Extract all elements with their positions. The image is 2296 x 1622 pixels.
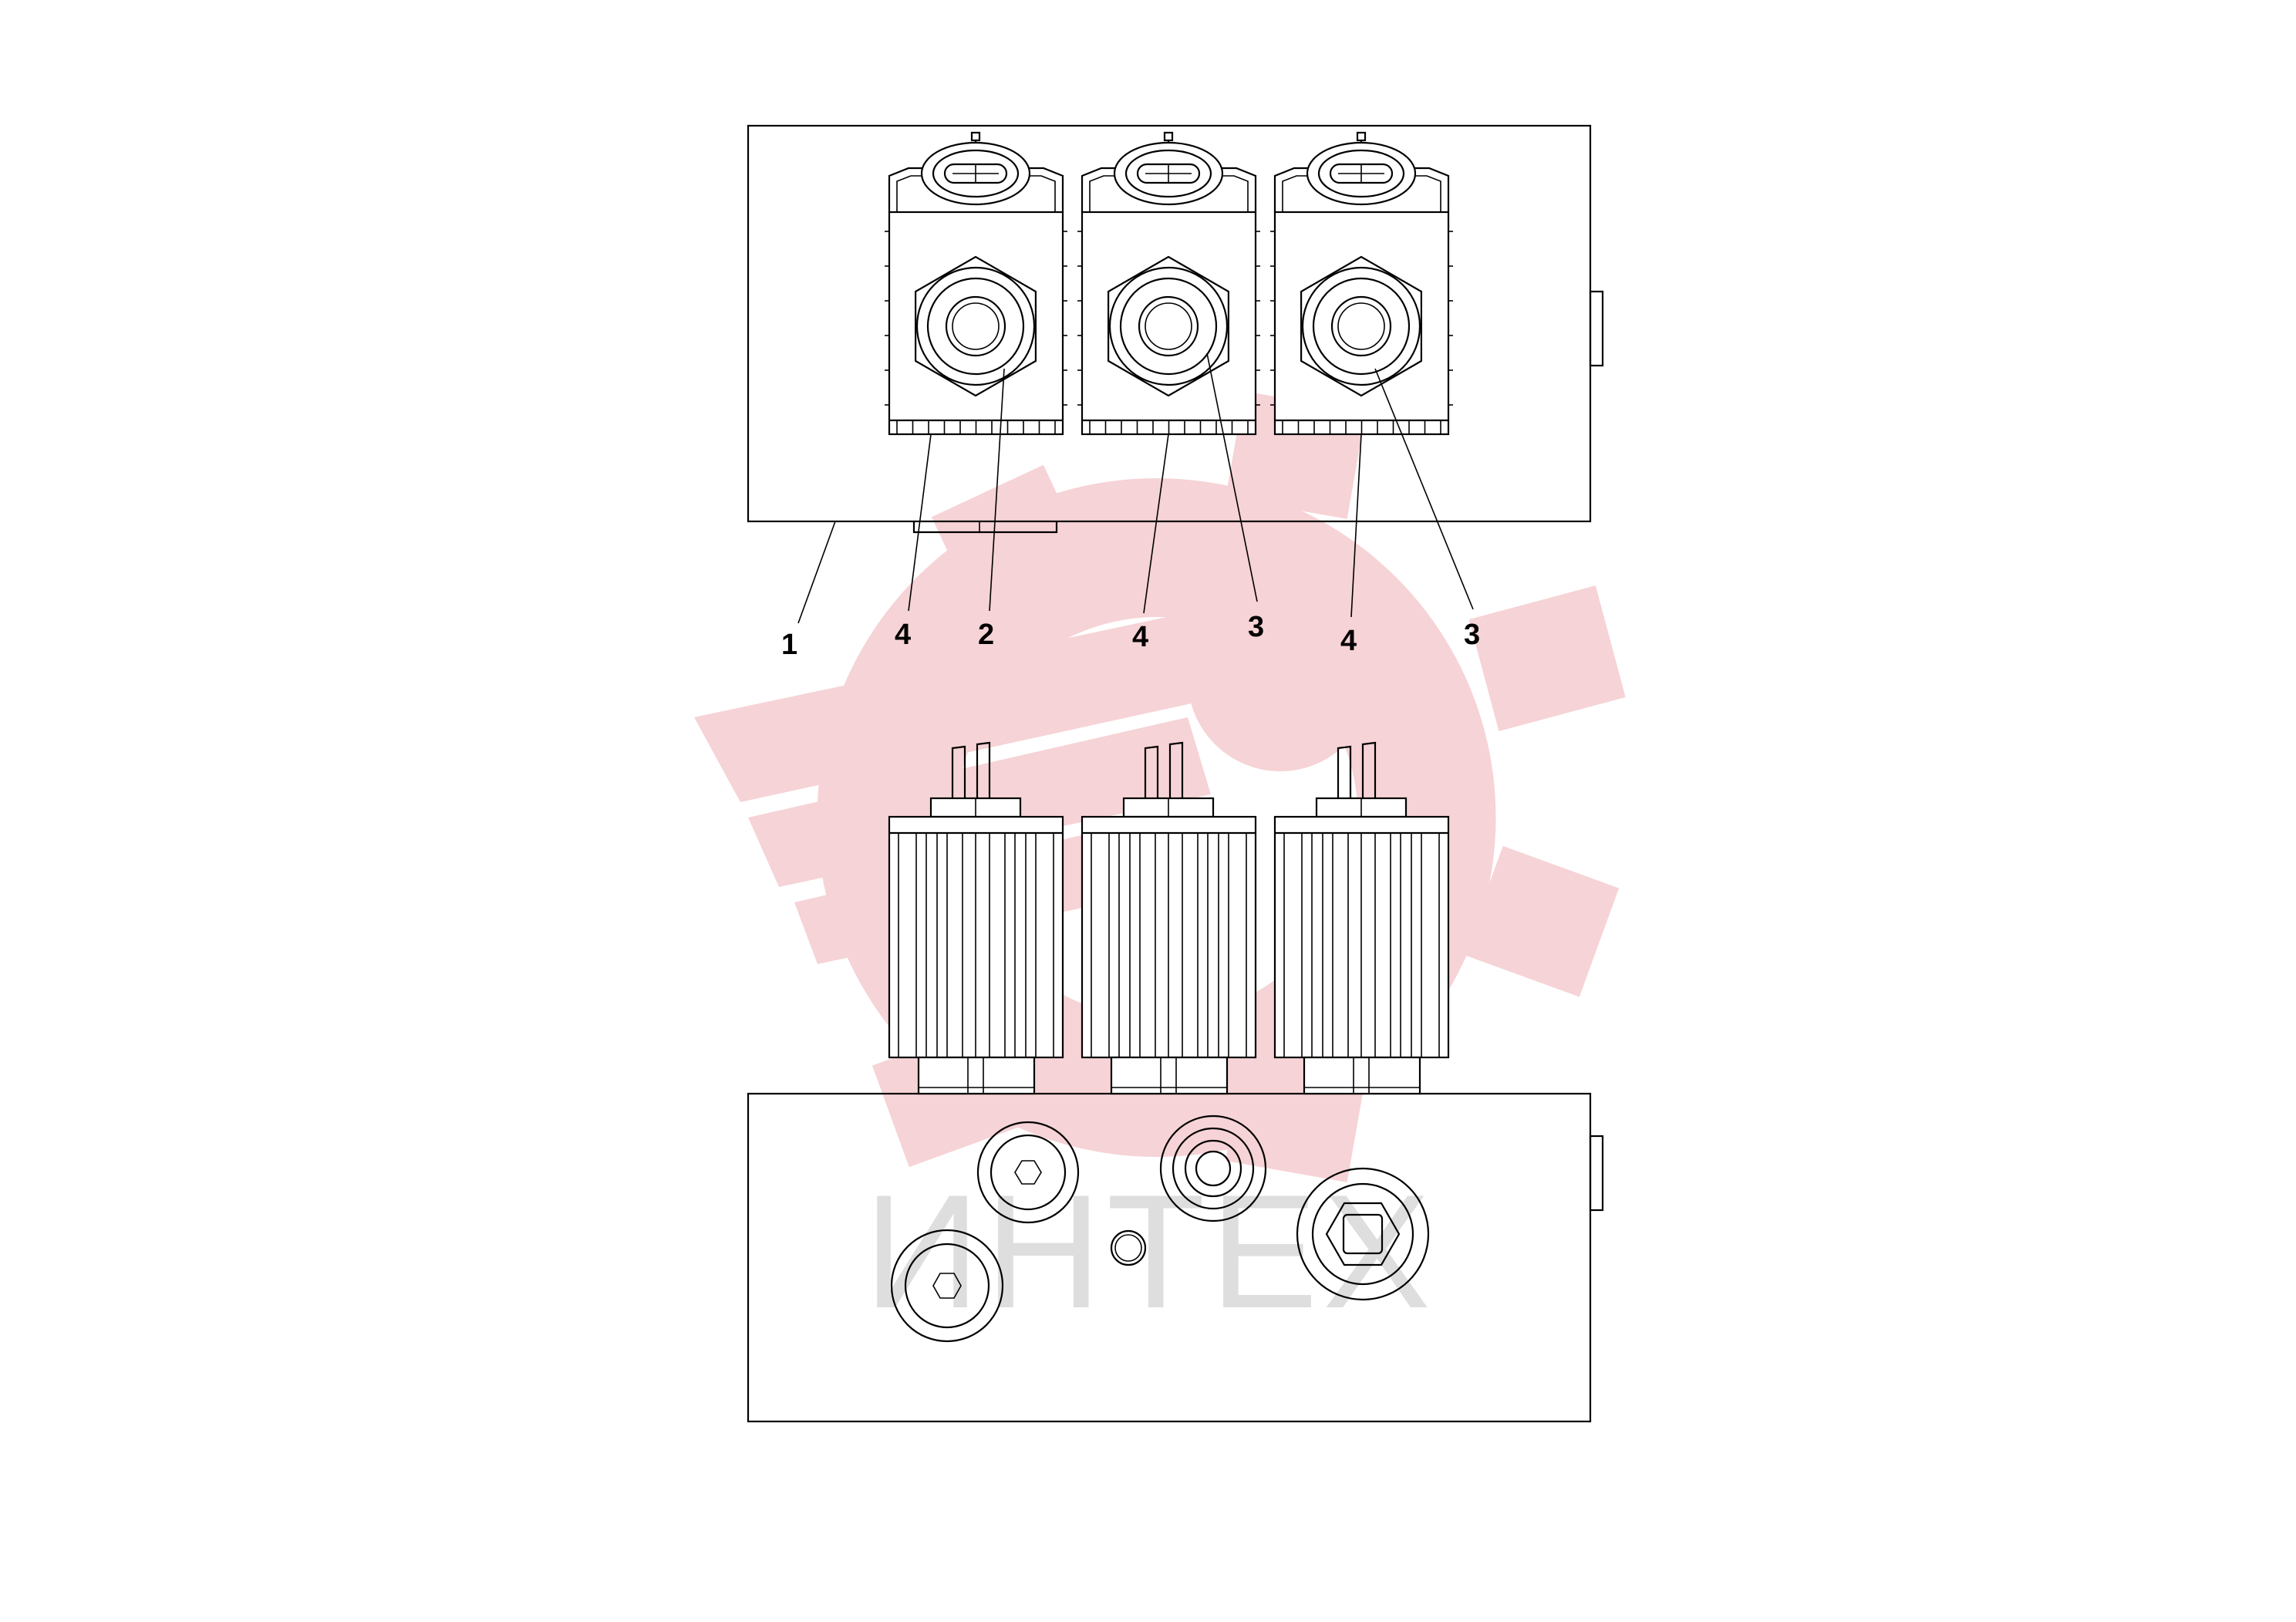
solenoid-valve-top-3 xyxy=(1270,131,1453,436)
solenoid-valve-top-2 xyxy=(1077,131,1260,436)
callout-4-left: 4 xyxy=(895,433,932,651)
port-small-hole xyxy=(1110,1229,1147,1266)
solenoid-coil-side-3 xyxy=(1273,741,1450,1095)
svg-text:3: 3 xyxy=(1248,611,1264,643)
side-port-bottom xyxy=(1589,1135,1604,1212)
solenoid-valves-top xyxy=(885,131,1453,436)
callout-4-middle: 4 xyxy=(1132,433,1169,653)
svg-text:1: 1 xyxy=(781,629,797,661)
callout-1: 1 xyxy=(781,521,836,661)
solenoid-coil-side-2 xyxy=(1081,741,1257,1095)
solenoid-valve-top-1 xyxy=(885,131,1067,436)
svg-text:4: 4 xyxy=(1132,621,1148,653)
callout-4-right: 4 xyxy=(1340,433,1362,657)
port-square-plug xyxy=(1296,1167,1430,1301)
solenoid-coil-side-1 xyxy=(888,741,1064,1095)
svg-text:3: 3 xyxy=(1464,619,1480,651)
svg-text:4: 4 xyxy=(895,619,911,651)
port-plug-left-top xyxy=(976,1121,1080,1224)
svg-text:4: 4 xyxy=(1340,625,1357,657)
port-fitting-center xyxy=(1159,1114,1267,1222)
callout-group: 1 4 2 4 3 4 3 xyxy=(781,352,1480,661)
block-seam-top xyxy=(912,521,1058,534)
port-plug-left-bottom xyxy=(890,1229,1004,1343)
callout-2: 2 xyxy=(978,368,1005,651)
watermark-text: ИНТЕХ xyxy=(864,1161,1435,1342)
solenoid-coils-side xyxy=(888,741,1450,1095)
callout-3-right: 3 xyxy=(1374,368,1480,651)
svg-text:2: 2 xyxy=(978,619,994,651)
callout-3-middle: 3 xyxy=(1206,352,1264,643)
side-port-top xyxy=(1589,290,1604,367)
